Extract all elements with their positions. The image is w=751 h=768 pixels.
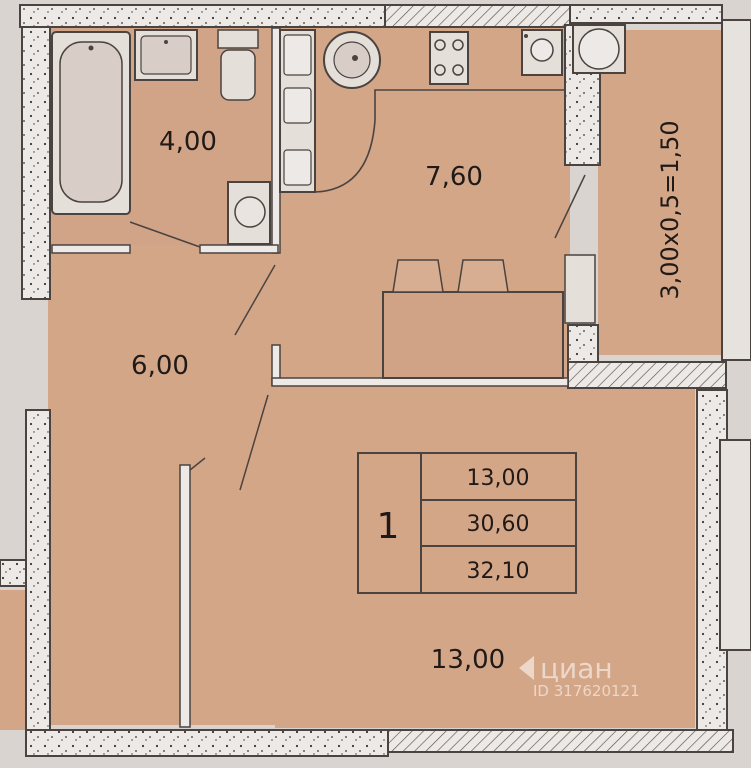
balcony-round-fixture [572,24,626,74]
bathtub [51,31,131,215]
bathroom-area-label: 4,00 [159,127,217,157]
balcony-formula-label: 3,00x0,5=1,50 [656,120,684,299]
balcony-door [564,254,596,324]
total-with-balcony-value: 32,10 [467,559,530,584]
boiler [521,29,563,76]
kitchen-counter [314,89,565,193]
living-room-area-label: 13,00 [431,645,505,675]
cian-logo-icon [519,656,534,680]
total-area-value: 30,60 [467,512,530,537]
fridge [279,29,316,193]
door-swings [129,174,586,491]
bathroom-sink [134,29,198,81]
toilet [217,29,259,101]
rooms-count: 1 [377,506,400,547]
apartment-info-box: 1 13,00 30,60 32,10 [357,452,577,594]
hallway-area-label: 6,00 [131,351,189,381]
balcony-floor [598,30,723,355]
dining-table [382,259,564,379]
kitchen-area-label: 7,60 [425,162,483,192]
stove [429,31,469,85]
kitchen-sink [323,31,381,89]
watermark-listing-id: ID 317620121 [533,682,640,700]
watermark: циан ID 317620121 [519,652,640,700]
living-area-value: 13,00 [467,466,530,491]
watermark-brand: циан [540,652,613,685]
walls [0,4,751,757]
washing-machine [227,181,271,245]
